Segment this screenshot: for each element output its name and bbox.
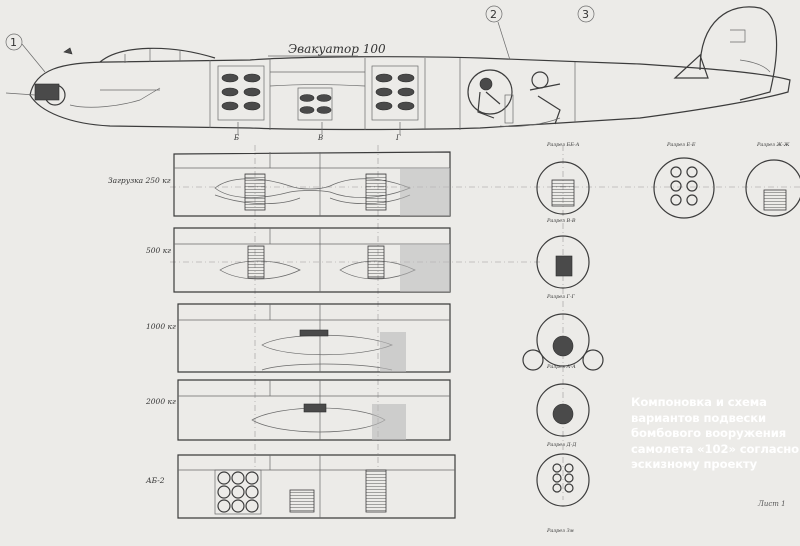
caption-line: самолета «102» согласно (631, 441, 800, 456)
svg-text:Загрузка 250 кг: Загрузка 250 кг (108, 176, 171, 185)
svg-text:АБ-2: АБ-2 (145, 476, 165, 485)
bomb-rack-aft (371, 65, 419, 121)
callout-1: 1 (5, 33, 73, 73)
svg-text:Разрез Д-Д: Разрез Д-Д (546, 442, 577, 448)
callout-2: 2 (485, 5, 511, 61)
svg-text:Разрез Ж-Ж: Разрез Ж-Ж (756, 142, 790, 148)
variant-row-2000: 2000 кг (145, 379, 451, 441)
variant-row-250: Загрузка 250 кг (108, 151, 451, 217)
caption-line: бомбового вооружения (631, 426, 787, 441)
svg-text:500 кг: 500 кг (146, 246, 171, 255)
svg-text:2000 кг: 2000 кг (145, 397, 176, 406)
svg-text:Разрез Зм: Разрез Зм (546, 528, 574, 534)
svg-text:В: В (317, 134, 323, 142)
sheet-number: Лист 1 (758, 500, 786, 508)
svg-text:3: 3 (582, 8, 589, 21)
bomb-rack-forward (217, 65, 265, 121)
fuselage-label: Эвакуатор 100 (288, 42, 386, 56)
caption-line: Компоновка и схема (631, 395, 767, 409)
caption-line: эскизному проекту (631, 457, 758, 472)
svg-text:Разрез В-В: Разрез В-В (546, 218, 576, 224)
svg-text:Разрез ББ-А: Разрез ББ-А (546, 142, 580, 148)
svg-text:1: 1 (10, 36, 17, 49)
fuselage-side-view: Эвакуатор 100 1 2 3 Б В Г (5, 5, 791, 142)
svg-text:Разрез А-А: Разрез А-А (546, 364, 576, 370)
svg-text:1000 кг: 1000 кг (146, 322, 176, 331)
svg-text:2: 2 (490, 8, 497, 21)
callout-3: 3 (577, 5, 595, 23)
variant-row-ab2: АБ-2 (145, 454, 456, 519)
bomb-rack-middle (297, 87, 333, 121)
cross-sections: Разрез ББ-А Разрез В-В Разрез Г-Г Разрез… (522, 142, 800, 534)
svg-text:Б: Б (233, 134, 239, 142)
variant-row-1000: 1000 кг (146, 303, 451, 373)
figure-caption: Компоновка и схема вариантов подвески бо… (631, 395, 800, 473)
cluster-bomb-grid (214, 469, 262, 515)
svg-text:Разрез Г-Г: Разрез Г-Г (546, 294, 576, 300)
svg-text:Г: Г (395, 134, 401, 142)
gunner-figure (467, 69, 561, 127)
variant-row-500: 500 кг (146, 227, 451, 293)
caption-line: вариантов подвески (631, 410, 767, 425)
svg-text:Разрез Е-Е: Разрез Е-Е (666, 142, 696, 148)
